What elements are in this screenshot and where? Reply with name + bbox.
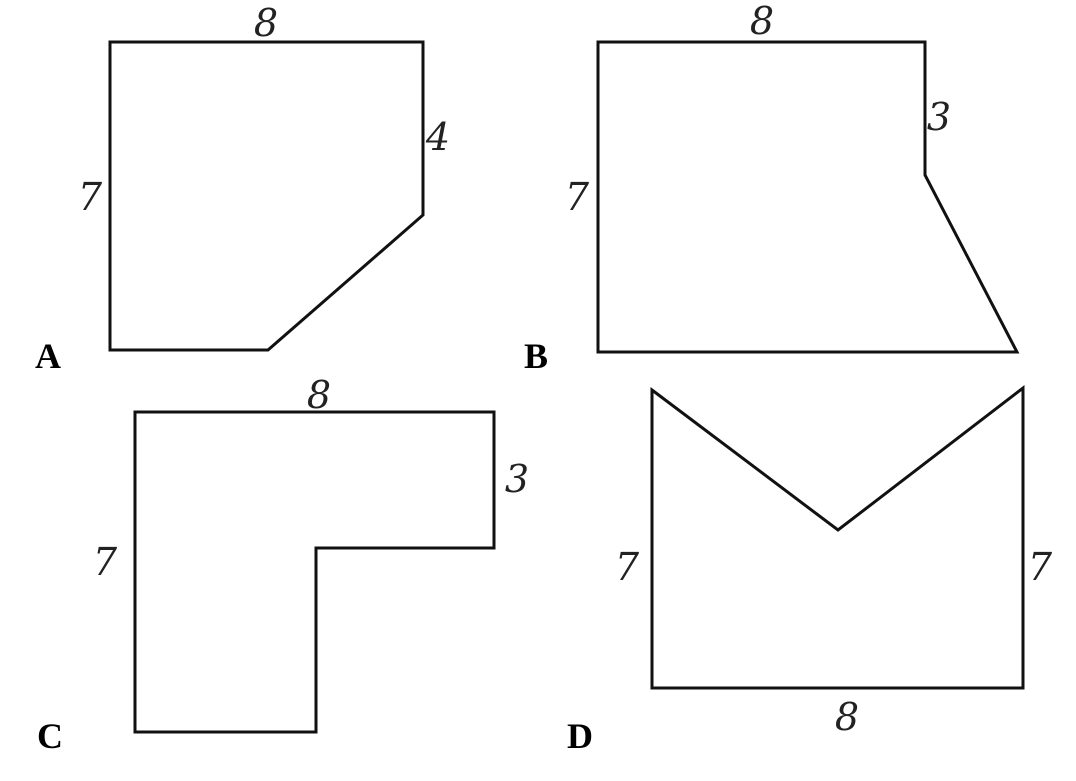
label-c-right: 3 [505, 457, 529, 501]
label-c-left: 7 [93, 540, 118, 584]
figure-a: 8 4 7 A [35, 1, 450, 376]
letter-b: B [524, 336, 548, 376]
letter-a: A [35, 336, 61, 376]
shape-a-pentagon [108, 40, 425, 352]
figure-c: 8 3 7 C [37, 373, 529, 756]
shape-b-pentagon [596, 40, 1020, 354]
label-a-top: 8 [254, 1, 278, 45]
label-d-left: 7 [615, 545, 640, 589]
shape-c-l-shape [133, 410, 496, 734]
letter-d: D [567, 716, 593, 756]
label-a-left: 7 [78, 175, 103, 219]
letter-c: C [37, 716, 63, 756]
label-b-top: 8 [750, 0, 774, 43]
label-a-right: 4 [425, 115, 450, 159]
figure-d: 7 7 8 D [567, 384, 1053, 756]
label-b-left: 7 [565, 175, 590, 219]
label-c-top: 8 [307, 373, 331, 417]
label-d-right: 7 [1028, 545, 1053, 589]
figure-b: 8 3 7 B [524, 0, 1020, 376]
label-b-right: 3 [927, 95, 951, 139]
label-d-bottom: 8 [835, 695, 859, 739]
shape-d-notched [650, 384, 1025, 690]
